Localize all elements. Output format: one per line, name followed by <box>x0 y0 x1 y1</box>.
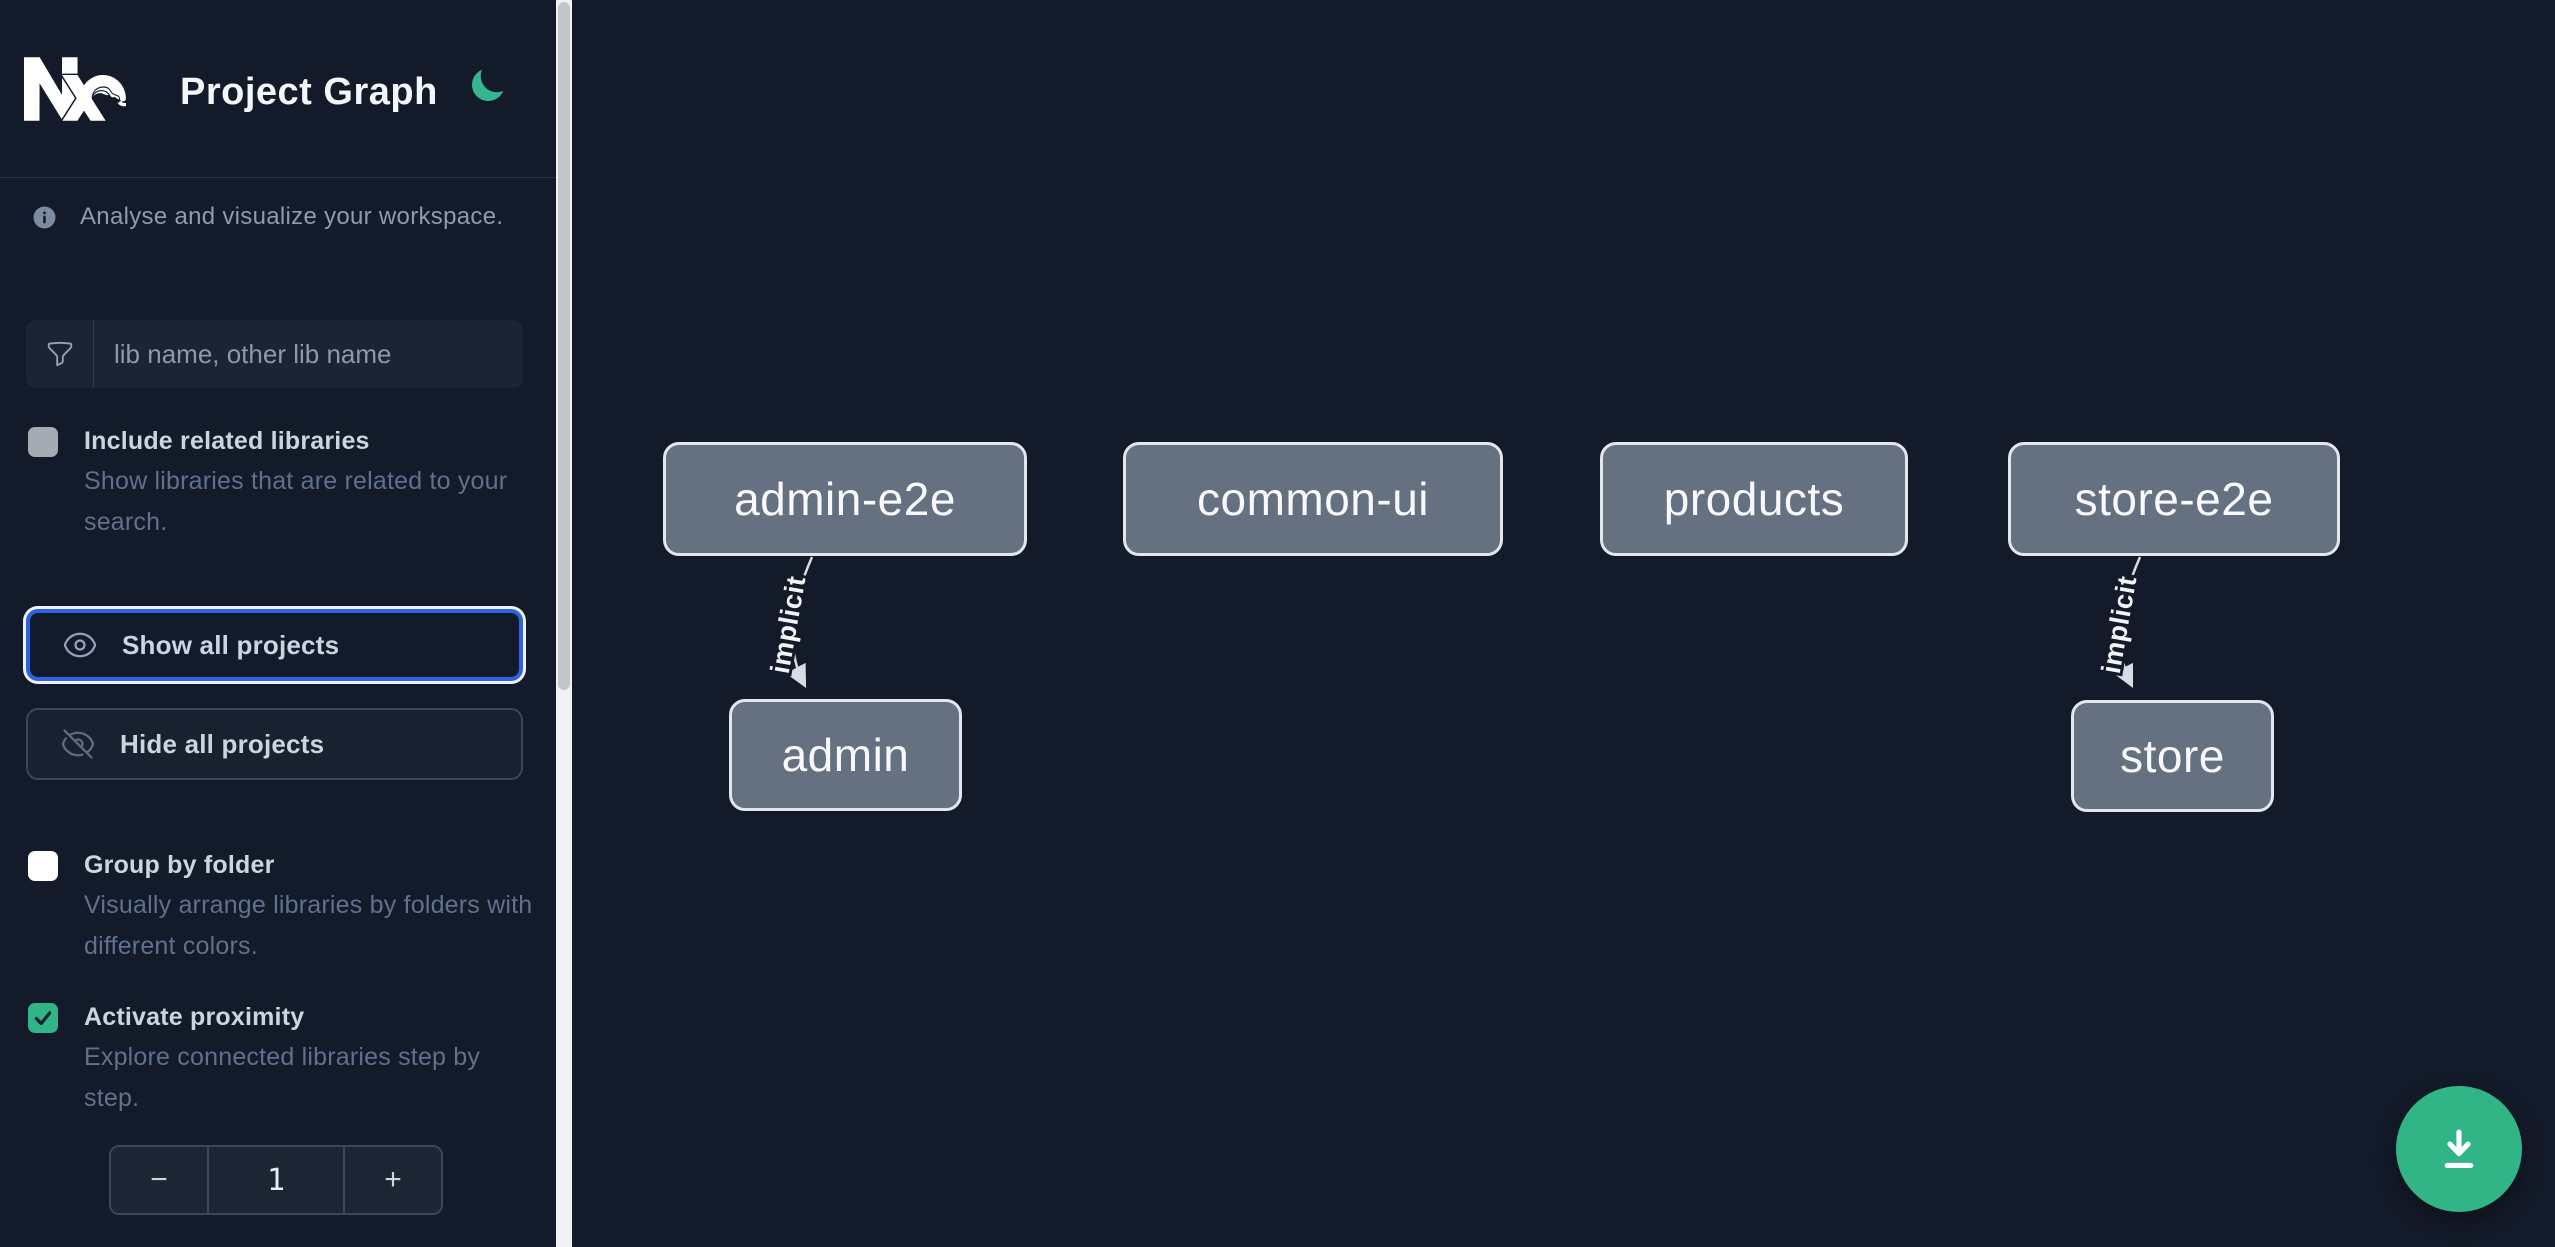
activate-proximity-label: Activate proximity <box>84 1003 305 1031</box>
sidebar-scrollbar-track <box>556 0 572 1247</box>
theme-toggle-button[interactable] <box>462 62 512 112</box>
page-title: Project Graph <box>180 71 438 113</box>
node-common-ui[interactable]: common-ui <box>1123 442 1503 556</box>
group-by-folder-label: Group by folder <box>84 851 275 879</box>
show-all-projects-button[interactable]: Show all projects <box>26 609 523 681</box>
funnel-icon <box>26 320 94 388</box>
option-activate-proximity: Activate proximity Explore connected lib… <box>28 1000 533 1119</box>
group-by-folder-checkbox[interactable] <box>28 851 58 881</box>
group-by-folder-description: Visually arrange libraries by folders wi… <box>84 891 533 960</box>
download-image-button[interactable] <box>2396 1086 2522 1212</box>
eye-icon <box>63 632 97 658</box>
include-related-description: Show libraries that are related to your … <box>84 467 508 536</box>
info-icon <box>33 206 56 228</box>
proximity-decrement-button[interactable]: − <box>111 1147 207 1213</box>
graph-canvas[interactable] <box>572 0 2555 1247</box>
proximity-stepper: − 1 + <box>109 1145 443 1215</box>
include-related-label: Include related libraries <box>84 427 370 455</box>
node-store-e2e[interactable]: store-e2e <box>2008 442 2340 556</box>
node-admin-e2e[interactable]: admin-e2e <box>663 442 1027 556</box>
hide-all-projects-label: Hide all projects <box>120 728 325 759</box>
include-related-checkbox[interactable] <box>28 427 58 457</box>
checkmark-icon <box>34 1011 52 1026</box>
tagline-row: Analyse and visualize your workspace. <box>31 203 503 231</box>
activate-proximity-checkbox[interactable] <box>28 1003 58 1033</box>
filter-box <box>26 320 523 388</box>
hide-all-projects-button[interactable]: Hide all projects <box>26 708 523 780</box>
eye-slash-icon <box>61 729 95 759</box>
download-icon <box>2444 1129 2474 1169</box>
header-divider <box>0 177 556 178</box>
node-products[interactable]: products <box>1600 442 1908 556</box>
nx-logo-icon <box>24 57 126 121</box>
node-store[interactable]: store <box>2071 700 2274 812</box>
option-include-related-libraries: Include related libraries Show libraries… <box>28 424 533 543</box>
proximity-increment-button[interactable]: + <box>345 1147 441 1213</box>
filter-input[interactable] <box>94 320 523 388</box>
sidebar-header: Project Graph <box>0 0 556 178</box>
sidebar-scrollbar-thumb[interactable] <box>558 2 570 690</box>
activate-proximity-description: Explore connected libraries step by step… <box>84 1043 481 1112</box>
tagline-text: Analyse and visualize your workspace. <box>80 203 504 230</box>
proximity-value: 1 <box>207 1147 345 1213</box>
node-admin[interactable]: admin <box>729 699 962 811</box>
option-group-by-folder: Group by folder Visually arrange librari… <box>28 848 533 967</box>
sidebar: Project Graph Analyse and visualize your… <box>0 0 556 1247</box>
moon-icon <box>472 69 504 101</box>
show-all-projects-label: Show all projects <box>122 629 340 660</box>
